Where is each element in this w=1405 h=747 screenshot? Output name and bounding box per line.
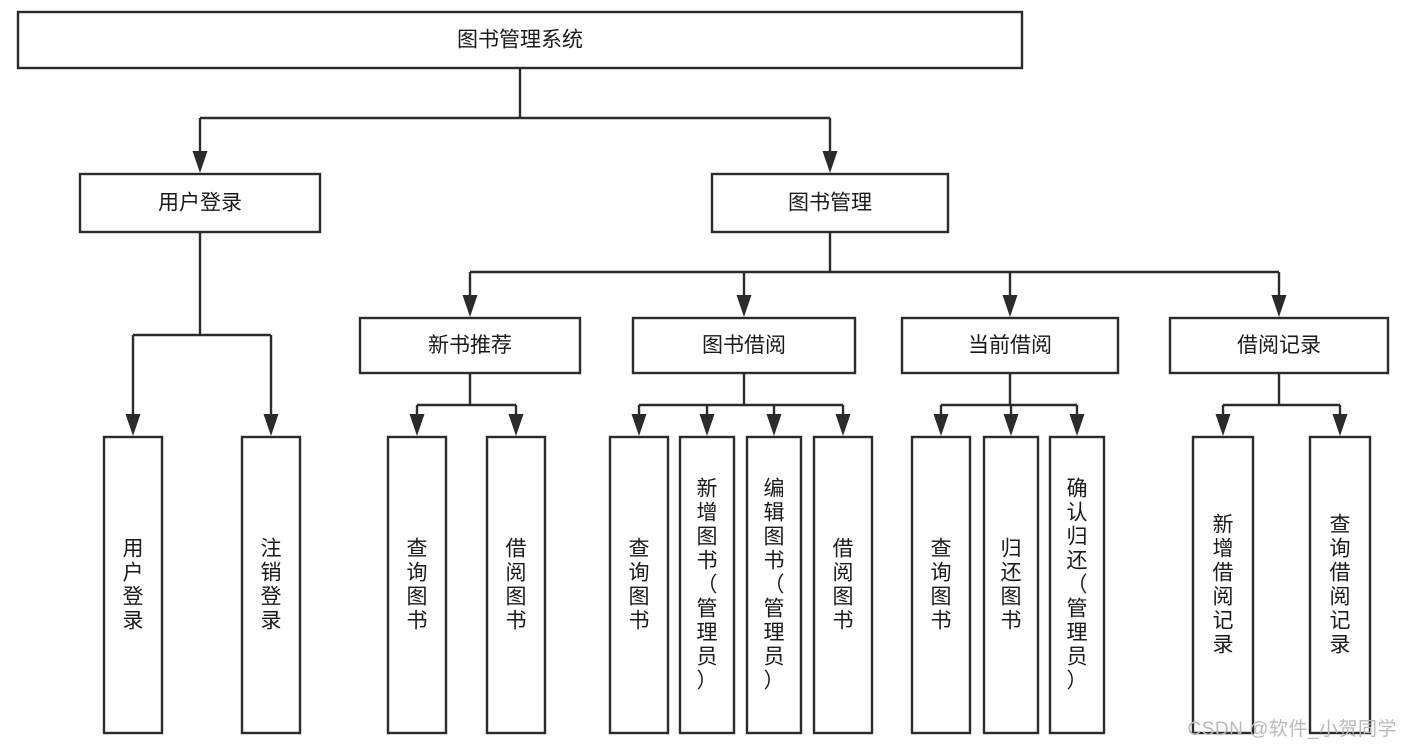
node-label: 用户登录 <box>123 538 144 633</box>
node-leaf-query-book-cb[interactable]: 查询图书 <box>910 435 972 735</box>
node-label: 新增图书（管理员） <box>697 478 718 693</box>
node-label: 新书推荐 <box>428 334 512 357</box>
node-label: 图书管理系统 <box>457 29 583 52</box>
node-leaf-logout-login[interactable]: 注销登录 <box>240 435 302 735</box>
node-label: 图书借阅 <box>702 334 786 357</box>
node-label: 借阅记录 <box>1237 334 1321 357</box>
connector-layer <box>125 68 1348 436</box>
node-user-login[interactable]: 用户登录 <box>78 172 322 234</box>
node-label: 查询借阅记录 <box>1330 514 1351 657</box>
node-leaf-query-borrow-record[interactable]: 查询借阅记录 <box>1308 435 1372 735</box>
node-book-borrow[interactable]: 图书借阅 <box>631 316 857 375</box>
connector-group-current-borrow <box>933 373 1085 436</box>
connector-group-user-login <box>125 232 279 436</box>
node-label: 归还图书 <box>1001 538 1022 633</box>
connector-group-book-borrow <box>631 373 851 436</box>
node-leaf-query-book-bb[interactable]: 查询图书 <box>608 435 670 735</box>
node-leaf-add-book-admin[interactable]: 新增图书（管理员） <box>678 435 736 735</box>
node-current-borrow[interactable]: 当前借阅 <box>900 316 1120 375</box>
node-leaf-user-login[interactable]: 用户登录 <box>102 435 164 735</box>
node-layer: 图书管理系统用户登录图书管理新书推荐图书借阅当前借阅借阅记录用户登录注销登录查询… <box>16 10 1390 735</box>
node-label: 借阅图书 <box>833 538 854 633</box>
node-label: 查询图书 <box>407 538 428 633</box>
node-label: 编辑图书（管理员） <box>764 478 785 693</box>
node-label: 查询图书 <box>931 538 952 633</box>
node-label: 图书管理 <box>788 192 872 215</box>
node-label: 用户登录 <box>158 192 242 215</box>
node-label: 借阅图书 <box>506 538 527 633</box>
node-new-book-recommend[interactable]: 新书推荐 <box>358 316 582 375</box>
connector-group-borrow-record <box>1215 373 1348 436</box>
node-leaf-edit-book-admin[interactable]: 编辑图书（管理员） <box>745 435 803 735</box>
node-label: 注销登录 <box>261 538 282 633</box>
node-label: 新增借阅记录 <box>1213 514 1234 657</box>
node-borrow-record[interactable]: 借阅记录 <box>1168 316 1390 375</box>
node-leaf-borrow-book-bb[interactable]: 借阅图书 <box>812 435 874 735</box>
node-label: 确认归还（管理员） <box>1067 478 1088 693</box>
node-root[interactable]: 图书管理系统 <box>16 10 1024 70</box>
node-label: 查询图书 <box>629 538 650 633</box>
node-leaf-return-book[interactable]: 归还图书 <box>982 435 1040 735</box>
node-leaf-borrow-book-nb[interactable]: 借阅图书 <box>485 435 547 735</box>
node-leaf-add-borrow-record[interactable]: 新增借阅记录 <box>1191 435 1255 735</box>
connector-group-book-manage <box>462 232 1287 317</box>
connector-group-new-book-recommend <box>409 373 524 436</box>
node-leaf-query-book-nb[interactable]: 查询图书 <box>386 435 448 735</box>
connector-group-root <box>192 68 838 173</box>
node-leaf-confirm-return-admin[interactable]: 确认归还（管理员） <box>1048 435 1106 735</box>
node-label: 当前借阅 <box>968 334 1052 357</box>
node-book-manage[interactable]: 图书管理 <box>710 172 950 234</box>
